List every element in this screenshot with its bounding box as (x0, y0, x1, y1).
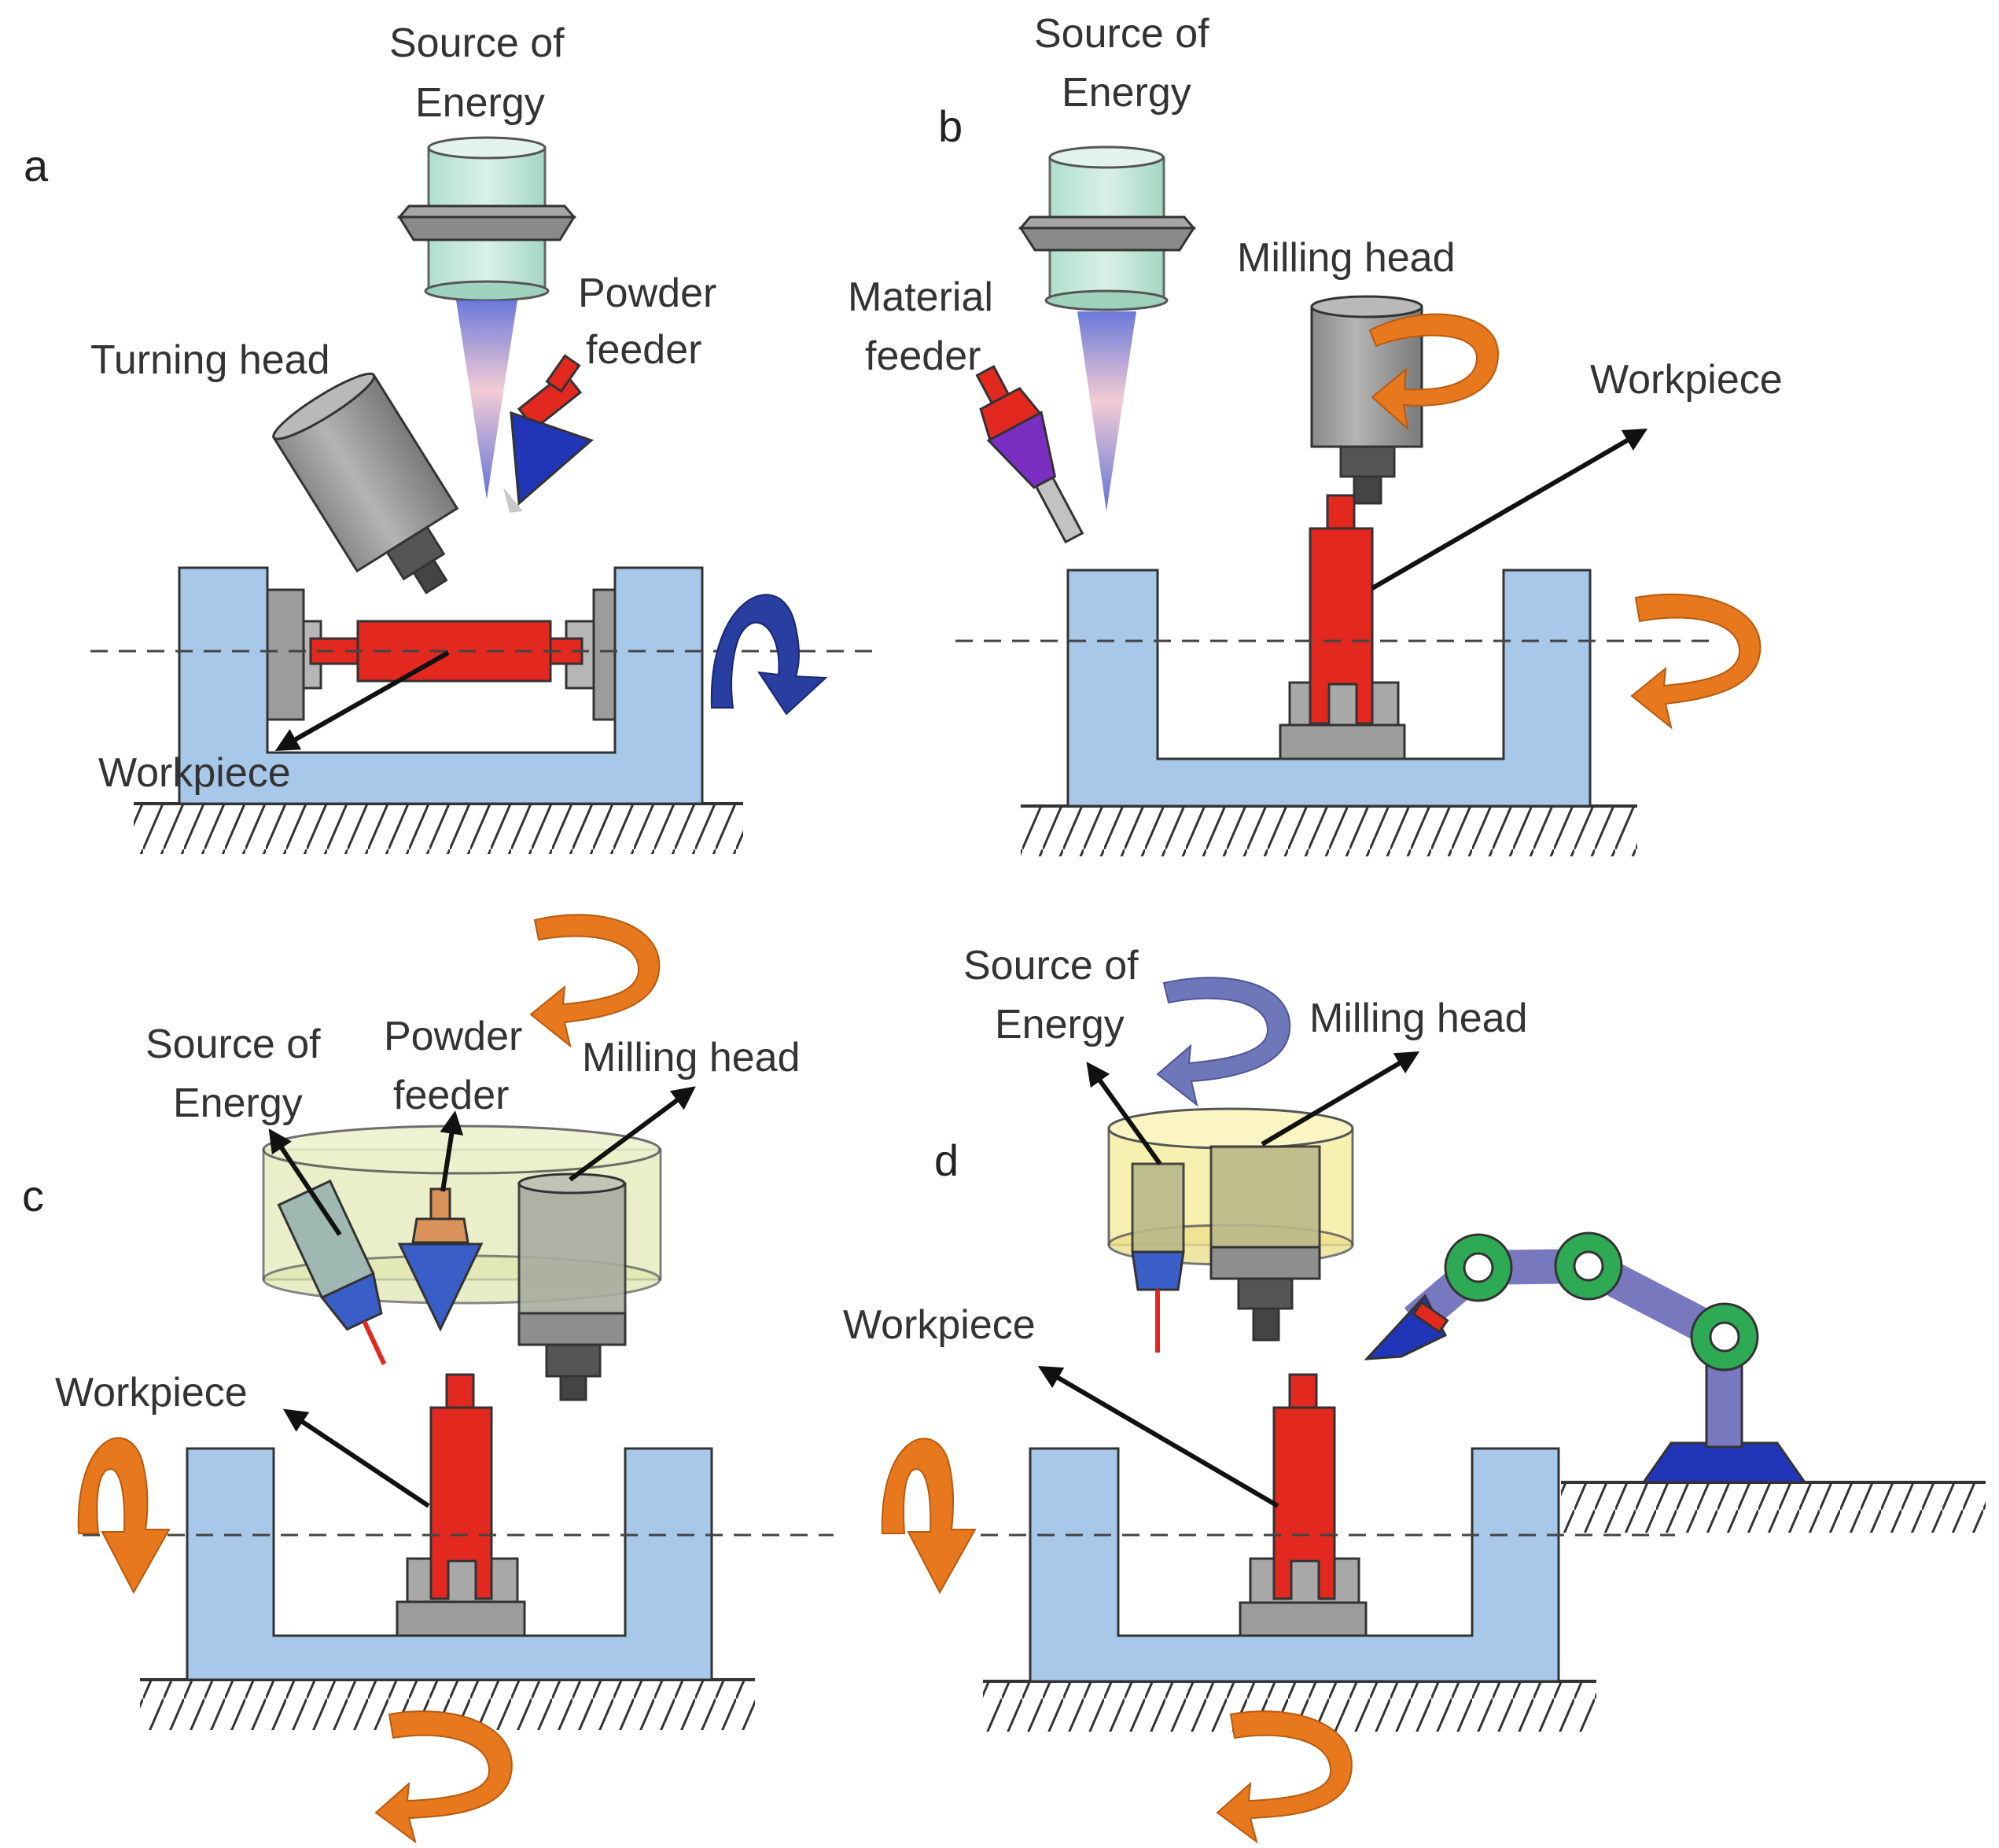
workpiece (429, 1406, 493, 1600)
workpiece-label: Workpiece (843, 1302, 1036, 1348)
source-label-line2: Energy (995, 1002, 1125, 1047)
source-label-line2: Energy (1062, 70, 1191, 116)
panel-d: d (843, 943, 1986, 1844)
fixture-rotation-arrow (77, 1437, 171, 1595)
panel-a: a (24, 20, 873, 854)
source-label-line1: Source of (1034, 11, 1209, 57)
source-leader (268, 1128, 342, 1236)
material-feeder (975, 365, 1084, 544)
milling-leader (1261, 1051, 1420, 1147)
fixture-rotation-arrow (881, 1438, 977, 1595)
milling-head-label: Milling head (1237, 235, 1456, 281)
workpiece-tip (445, 1373, 475, 1409)
base-rotation-arrow (1216, 1710, 1353, 1844)
workpiece-leader (1371, 428, 1648, 591)
source-label-line2: Energy (415, 80, 545, 126)
ground-hatch (1021, 808, 1637, 856)
workpiece-base (1239, 1601, 1368, 1637)
panel-d-letter: d (934, 1136, 959, 1185)
fixture (186, 1447, 713, 1681)
source-label-line1: Source of (389, 20, 565, 66)
robot-ground-hatch (1561, 1484, 1986, 1533)
milling-head-label: Milling head (1309, 996, 1528, 1041)
powder-label-line2: feeder (393, 1073, 509, 1118)
source-label-line1: Source of (963, 943, 1139, 988)
workpiece-label: Workpiece (1590, 357, 1783, 403)
powder-label-line1: Powder (578, 271, 716, 316)
workpiece (1272, 1406, 1336, 1600)
source-leader (1086, 1062, 1162, 1165)
workpiece-base (1279, 723, 1406, 760)
chuck-right (592, 588, 617, 721)
energy-source (1131, 1162, 1185, 1353)
workpiece-base-top (406, 1557, 519, 1603)
powder-feeder (503, 354, 594, 513)
powder-feeder (397, 1187, 484, 1332)
source-label-line2: Energy (173, 1080, 303, 1126)
workpiece-leader (283, 1408, 430, 1508)
workpiece-label: Workpiece (55, 1370, 248, 1415)
source-label-line1: Source of (145, 1022, 321, 1067)
powder-label-line1: Powder (384, 1014, 522, 1059)
chuck-left (266, 588, 305, 721)
workpiece-tip (1288, 1373, 1318, 1409)
energy-beam (1077, 311, 1136, 511)
powder-leader (440, 1110, 464, 1192)
turning-head (272, 372, 459, 595)
workpiece-rotation-arrow (1630, 593, 1762, 730)
ground-hatch (134, 805, 743, 854)
panel-c-letter: c (22, 1171, 44, 1220)
milling-head-label: Milling head (582, 1035, 801, 1080)
head-rotation-arrow (1156, 977, 1291, 1107)
panel-a-letter: a (24, 141, 49, 190)
energy-source (396, 136, 577, 302)
workpiece-leader (1037, 1365, 1279, 1508)
base-rotation-arrow (374, 1710, 513, 1844)
energy-beam (456, 300, 517, 499)
robot-arm (1364, 1231, 1807, 1484)
fixture (1029, 1447, 1560, 1683)
rotation-arrow (710, 594, 828, 716)
workpiece-base (396, 1600, 526, 1637)
workpiece-label: Workpiece (98, 750, 291, 796)
energy-source (277, 1179, 387, 1365)
workpiece-base-top (1288, 681, 1400, 727)
panel-b: b (848, 11, 1783, 856)
panel-c: c (22, 914, 834, 1844)
workpiece-leader (274, 650, 450, 751)
milling-leader (569, 1086, 696, 1182)
head-rotation-arrow (529, 914, 661, 1048)
material-label-line1: Material (848, 274, 993, 320)
workpiece (1309, 527, 1374, 725)
turning-head-label: Turning head (90, 337, 330, 383)
milling-head (1209, 1145, 1321, 1342)
workpiece-base-top (1249, 1557, 1360, 1604)
energy-source (1018, 145, 1197, 311)
milling-head (517, 1172, 627, 1401)
powder-label-line2: feeder (586, 327, 701, 373)
workpiece-tip (1326, 494, 1356, 530)
panel-b-letter: b (938, 101, 963, 151)
milling-rotation-arrow (1368, 313, 1500, 431)
material-label-line2: feeder (865, 333, 981, 379)
